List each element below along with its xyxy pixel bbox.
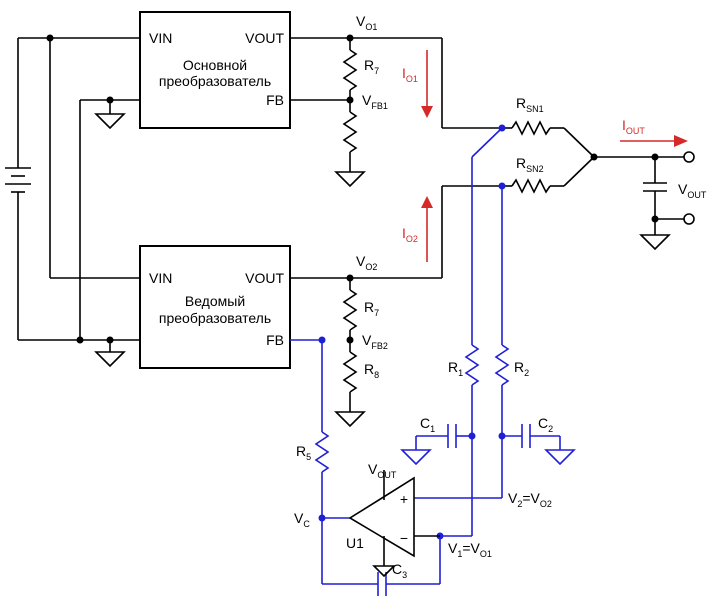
junction-dot [76,336,84,344]
junction-dot [651,215,659,223]
io1-label: IO1 [402,65,418,84]
input-wires [18,34,140,352]
opamp-plus-input: + [400,491,408,507]
output-terminal [683,213,695,225]
slave-converter: VIN VOUT Ведомый преобразователь FB [139,245,291,369]
vout-label: VOUT [678,181,707,200]
main-converter-subtitle: преобразователь [159,73,271,89]
sense-resistors [502,120,684,194]
junction-dot [346,274,354,282]
vc-label: VC [294,510,310,529]
main-converter-title: Основной [183,57,247,73]
current-arrows [421,50,688,262]
current-labels: IO1 IO2 IOUT [402,65,645,244]
r2-label: R2 [514,359,529,378]
ground-icon [544,449,576,466]
junction-dot [106,96,114,104]
v2-label: V2=VO2 [508,490,552,509]
u1-label: U1 [346,535,364,551]
main-output-network [290,34,502,172]
ground-icon [94,351,126,368]
slave-vout-pin: VOUT [245,270,284,286]
ground-icon [372,565,396,578]
junction-dot [346,96,354,104]
junction-dot [651,153,659,161]
junction-dot [318,336,326,344]
junction-dot [498,182,506,190]
v1-label: V1=VO1 [448,540,492,559]
c1-label: C1 [420,415,435,434]
opamp-minus-input: − [400,530,408,546]
ground-icon [400,449,432,466]
c3-label: C3 [392,561,407,580]
main-converter: VIN VOUT Основной преобразователь FB [139,11,291,129]
vo2-label: VO2 [356,253,377,272]
junction-dot [346,336,354,344]
main-fb-pin: FB [266,92,284,108]
battery [5,38,31,340]
junction-dot [346,34,354,42]
ground-icon [639,234,671,251]
feedback-network [290,124,561,596]
r1-label: R1 [448,359,463,378]
junction-dot [106,336,114,344]
opamp-u1: + − [348,470,440,566]
output-terminal [683,151,695,163]
slave-vin-pin: VIN [149,270,172,286]
junction-dot [468,432,476,440]
ground-icon [334,411,366,428]
c2-label: C2 [538,415,553,434]
iout-label: IOUT [622,117,645,136]
slave-converter-subtitle: преобразователь [159,310,271,326]
slave-fb-pin: FB [266,332,284,348]
vfb1-label: VFB1 [362,92,388,111]
rsn2-label: RSN2 [516,155,544,174]
r7-top-label: R7 [364,57,379,76]
ground-icon [334,171,366,188]
vo1-label: VO1 [356,13,377,32]
slave-converter-title: Ведомый [185,293,245,309]
node-labels: VO1 VFB1 VO2 VFB2 VC VOUT V1=VO1 V2=VO2 [294,13,707,559]
opamp-supply-label: VOUT [368,461,397,480]
main-vout-pin: VOUT [245,30,284,46]
junction-dot [498,124,506,132]
junction-dot [46,34,54,42]
ground-icon [94,113,126,130]
io2-label: IO2 [402,225,418,244]
r7-bottom-label: R7 [364,299,379,318]
r8-label: R8 [364,361,379,380]
main-vin-pin: VIN [149,30,172,46]
output-terminals [643,151,695,235]
junction-dot [498,432,506,440]
rsn1-label: RSN1 [516,95,544,114]
junction-dot [590,153,598,161]
r5-label: R5 [296,443,311,462]
component-labels: R7 R7 R8 RSN1 RSN2 R1 R2 R5 C1 C2 C3 U1 … [296,57,553,580]
vfb2-label: VFB2 [362,332,388,351]
junction-dot [318,514,326,522]
